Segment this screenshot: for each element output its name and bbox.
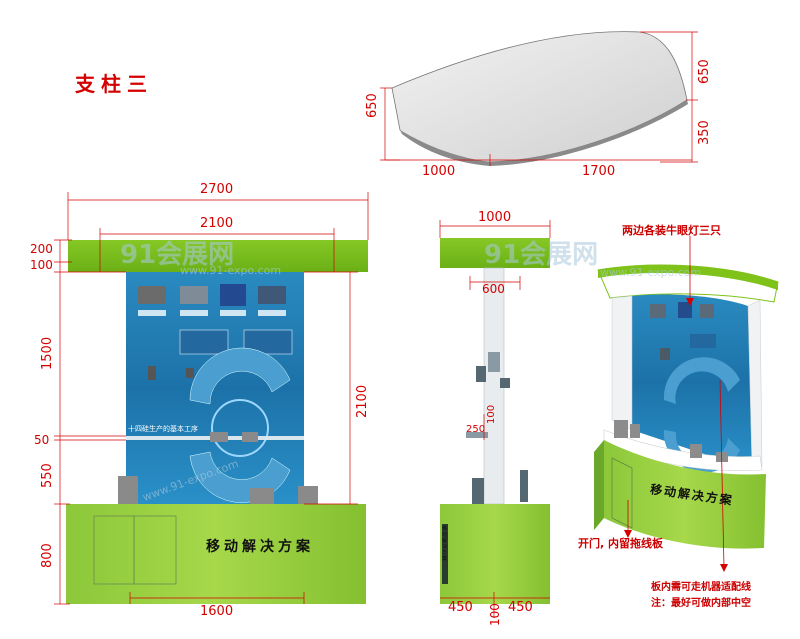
side-dim-lines <box>439 220 551 618</box>
front-roof <box>68 240 368 272</box>
watermark-brand-front: 91会展网 <box>120 240 235 270</box>
side-dim-column-width: 600 <box>482 282 505 296</box>
plan-dim-width-left: 1000 <box>422 164 456 179</box>
front-dim-roof-gap: 100 <box>30 258 53 272</box>
front-dim-panel-total: 2100 <box>355 384 370 418</box>
front-counter-door-right <box>133 515 177 585</box>
front-dim-counter-width: 1600 <box>200 604 234 619</box>
page-title: 支柱三 <box>75 72 153 96</box>
side-dim-bottom-left: 450 <box>448 600 473 615</box>
note-wiring-1: 板内需可走机器适配线 <box>651 582 751 593</box>
plan-dim-right-top: 650 <box>697 59 712 84</box>
front-elevation <box>54 192 369 605</box>
plan-dim-left-depth: 650 <box>365 93 380 118</box>
note-door: 开门, 内留拖线板 <box>578 537 664 550</box>
front-dim-panel-height: 1500 <box>40 336 55 370</box>
plan-rim <box>400 100 688 166</box>
front-dim-overall-width: 2700 <box>200 182 234 197</box>
note-wiring-2: 注：最好可做内部中空 <box>651 598 751 609</box>
watermark-brand-side: 91会展网 <box>484 240 599 270</box>
side-elevation <box>439 220 551 618</box>
perspective-pointers <box>627 236 725 569</box>
front-dim-lower-height: 550 <box>40 463 55 488</box>
side-counter <box>440 504 550 604</box>
perspective-panel <box>632 294 752 470</box>
watermark-url-perspective: www.91-expo.com <box>600 266 702 279</box>
note-lamps: 两边各装牛眼灯三只 <box>622 224 721 237</box>
side-dim-bottom-right: 450 <box>508 600 533 615</box>
front-counter-label: 移动解决方案 <box>206 539 314 555</box>
side-roof <box>440 238 550 268</box>
front-counter <box>66 504 366 604</box>
side-dim-bottom-center: 100 <box>488 603 502 626</box>
front-devices <box>118 432 318 504</box>
plan-dim-lines <box>380 31 698 166</box>
side-dim-100: 100 <box>486 404 497 424</box>
front-dim-counter-height: 800 <box>40 543 55 568</box>
watermark-url-front: www.91-expo.com <box>180 264 282 277</box>
front-panel-heading: 十四硅生产的基本工序 <box>128 425 198 433</box>
plan-dim-right-bottom: 350 <box>697 120 712 145</box>
plan-dim-width-right: 1700 <box>582 164 616 179</box>
perspective-counter <box>604 440 766 549</box>
front-dim-shelf-height: 50 <box>34 433 50 447</box>
front-panel-photos <box>138 284 293 380</box>
front-dim-roof-height: 200 <box>30 242 53 256</box>
side-dim-top-width: 1000 <box>478 210 512 225</box>
side-counter-label: 移动解决方案 <box>442 526 448 562</box>
front-dim-top-width: 2100 <box>200 216 234 231</box>
perspective-view <box>594 236 779 572</box>
front-dim-lines <box>54 192 369 605</box>
side-dim-250: 250 <box>466 424 486 435</box>
top-plan-view <box>380 31 698 166</box>
plan-shape <box>391 31 688 163</box>
